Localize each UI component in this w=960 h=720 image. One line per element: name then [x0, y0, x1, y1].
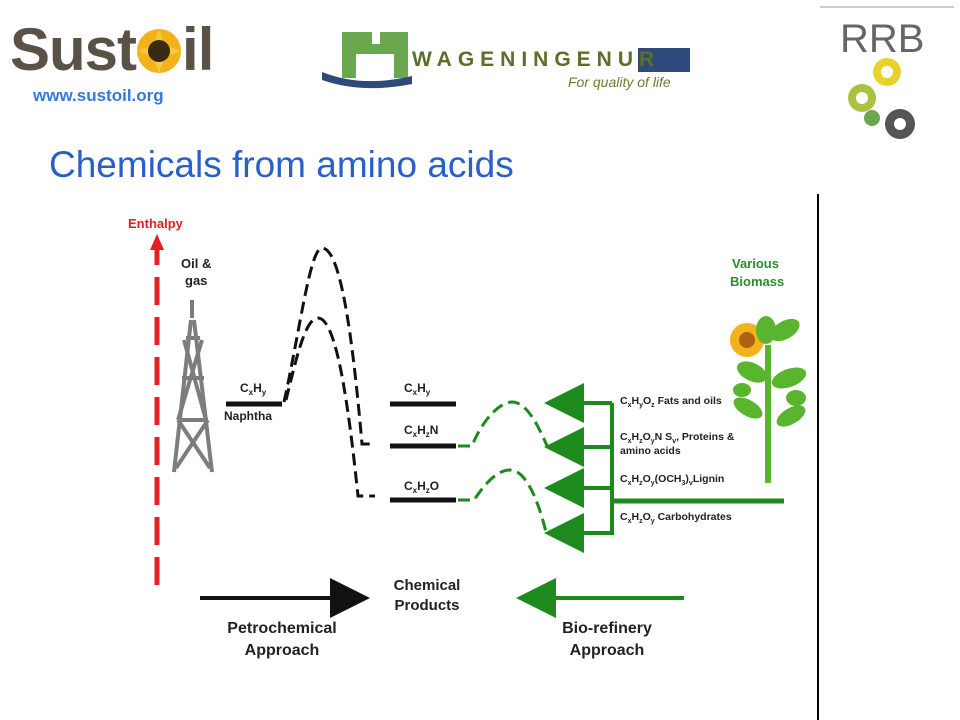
biomass-input-3: CxHzOy(OCH3)vLignin [620, 473, 724, 487]
oil-derrick-icon [172, 300, 214, 473]
product-formula-3: CxHzO [404, 479, 439, 495]
gear-cogs-icon [848, 58, 915, 139]
various-biomass-label-line2: Biomass [730, 274, 784, 289]
naphtha-label: Naphtha [224, 409, 272, 423]
site-url-link[interactable]: www.sustoil.org [33, 86, 164, 105]
biorefinery-label-line2: Approach [570, 642, 645, 659]
vertical-divider [817, 194, 819, 720]
biorefinery-label-line1: Bio-refinery [562, 620, 652, 637]
petrochemical-label-line1: Petrochemical [227, 620, 336, 637]
product-formula-2: CxHzN [404, 423, 438, 439]
sunflower-plant-icon [730, 316, 807, 483]
rrb-logo: RRB [820, 6, 954, 139]
petrochemical-label-line2: Approach [245, 642, 320, 659]
petro-barrier-high [282, 246, 374, 446]
sustoil-logo-text-suffix: il [182, 16, 214, 83]
sunflower-icon [137, 29, 182, 73]
oil-gas-label-line2: gas [185, 273, 207, 288]
bio-barrier-lower [458, 468, 548, 533]
chemical-products-label-line1: Chemical [394, 577, 461, 594]
sustoil-logo-text-prefix: Sust [10, 16, 137, 83]
oil-gas-label-line1: Oil & [181, 256, 211, 271]
wageningen-wordmark: WAGENINGENUR [412, 48, 661, 71]
petro-barrier-low [284, 316, 375, 498]
biomass-input-2-line2: amino acids [620, 445, 681, 457]
biomass-input-4: CxHzOy Carbohydrates [620, 511, 732, 525]
enthalpy-arrowhead [150, 234, 164, 250]
wageningen-tagline: For quality of life [568, 74, 671, 90]
enthalpy-label: Enthalpy [128, 216, 184, 231]
page-title: Chemicals from amino acids [49, 144, 514, 185]
biomass-input-2: CxHzOyN Sv, Proteins & [620, 431, 735, 445]
product-formula-1: CxHy [404, 381, 431, 397]
various-biomass-label-line1: Various [732, 256, 779, 271]
bio-barrier-upper [458, 400, 550, 449]
biomass-input-1: CxHyOz Fats and oils [620, 395, 722, 409]
naphtha-formula: CxHy [240, 381, 267, 397]
rrb-logo-text: RRB [840, 17, 924, 61]
wageningen-logo [322, 32, 690, 89]
chemical-products-label-line2: Products [394, 597, 459, 614]
